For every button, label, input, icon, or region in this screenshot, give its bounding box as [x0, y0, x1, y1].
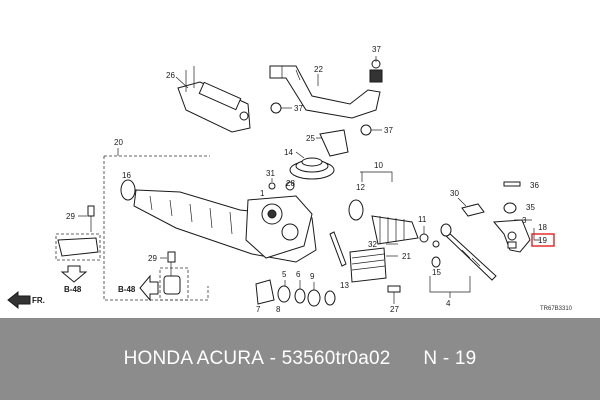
- bolt-part: [270, 102, 282, 114]
- callout-label: 29: [66, 212, 75, 221]
- gear-housing-part: [133, 189, 317, 263]
- diagram-canvas: 26 22 37 37 37 25 20 14 10 16 31 28 12 3…: [7, 45, 573, 314]
- callout-label: 8: [276, 305, 281, 314]
- ref-label: B-48: [64, 285, 82, 294]
- callout-label: 12: [356, 183, 365, 192]
- bushing-part: [163, 275, 181, 295]
- bolt-part: [503, 181, 521, 187]
- callout-label: 15: [432, 268, 441, 277]
- highlight-box: [531, 233, 555, 247]
- callout-label: 4: [446, 299, 451, 308]
- arrow-down-icon: [60, 265, 88, 283]
- spring-part: [277, 285, 291, 303]
- seal-part: [324, 290, 336, 306]
- callout-label: 18: [538, 223, 547, 232]
- callout-label: 28: [286, 179, 295, 188]
- arrow-left-icon: [139, 274, 159, 302]
- callout-label: 37: [384, 126, 393, 135]
- bolt-part: [360, 124, 372, 136]
- callout-label: 7: [256, 305, 261, 314]
- callout-label: 20: [114, 138, 123, 147]
- clamp-part: [431, 256, 441, 268]
- cap-part: [503, 202, 517, 214]
- callout-label: 37: [294, 104, 303, 113]
- bolt-part: [387, 285, 401, 293]
- callout-label: 37: [372, 45, 381, 54]
- bracket-part: [319, 129, 349, 157]
- boot-part: [289, 157, 335, 180]
- caption-bar: HONDA ACURA - 53560tr0a02 N - 19: [0, 318, 600, 400]
- clamp-part: [348, 199, 364, 221]
- callout-label: 14: [284, 148, 293, 157]
- parts-diagram: 26 22 37 37 37 25 20 14 10 16 31 28 12 3…: [7, 45, 573, 314]
- callout-label: 10: [374, 161, 383, 170]
- bracket-part: [177, 66, 251, 133]
- washer-part: [294, 288, 306, 304]
- callout-label: 11: [418, 215, 427, 224]
- nut-part: [432, 240, 440, 248]
- callout-label: 29: [148, 254, 157, 263]
- callout-label: 35: [526, 203, 535, 212]
- caption-gap: [391, 348, 424, 370]
- nut-part: [461, 203, 485, 217]
- tie-rod-part: [440, 223, 497, 281]
- callout-label: 6: [296, 270, 301, 279]
- bolt-part: [285, 181, 295, 191]
- rack-boot-part: [371, 215, 419, 245]
- bolt-part: [167, 251, 176, 276]
- callout-label: 31: [266, 169, 275, 178]
- mount-bracket-part: [57, 237, 99, 257]
- diagram-code: TR67B3310: [540, 306, 573, 312]
- ring-part: [120, 179, 136, 201]
- caption-part-number: 53560tr0a02: [281, 348, 391, 369]
- callout-label: 22: [314, 65, 323, 74]
- rack-guide-part: [349, 247, 387, 283]
- callout-label: 16: [122, 171, 131, 180]
- caption-brand: HONDA ACURA: [123, 348, 265, 369]
- callout-label: 9: [310, 272, 315, 281]
- bolt-part: [268, 182, 276, 190]
- callout-label: 27: [390, 305, 399, 314]
- caption-ref: N - 19: [423, 348, 477, 369]
- callout-label: 36: [530, 181, 539, 190]
- callout-label: 3: [522, 216, 527, 225]
- callout-label: 26: [166, 71, 175, 80]
- ref-label: B-48: [118, 285, 136, 294]
- callout-label: 5: [282, 270, 287, 279]
- rod-part: [329, 231, 347, 267]
- pipe-part: [269, 59, 383, 119]
- callout-label: 1: [260, 189, 265, 198]
- callout-label: 32: [368, 240, 377, 249]
- callout-label: 13: [340, 281, 349, 290]
- clip-part: [419, 233, 429, 243]
- callout-label: 21: [402, 252, 411, 261]
- front-arrow-icon: [7, 290, 31, 310]
- callout-label-highlighted: 19: [538, 236, 547, 245]
- front-label: FR.: [32, 296, 45, 305]
- bolt-part: [87, 205, 95, 232]
- seal-part: [307, 289, 321, 307]
- callout-label: 30: [450, 189, 459, 198]
- cover-part: [255, 279, 275, 305]
- caption-separator: -: [264, 348, 282, 369]
- callout-label: 25: [306, 134, 315, 143]
